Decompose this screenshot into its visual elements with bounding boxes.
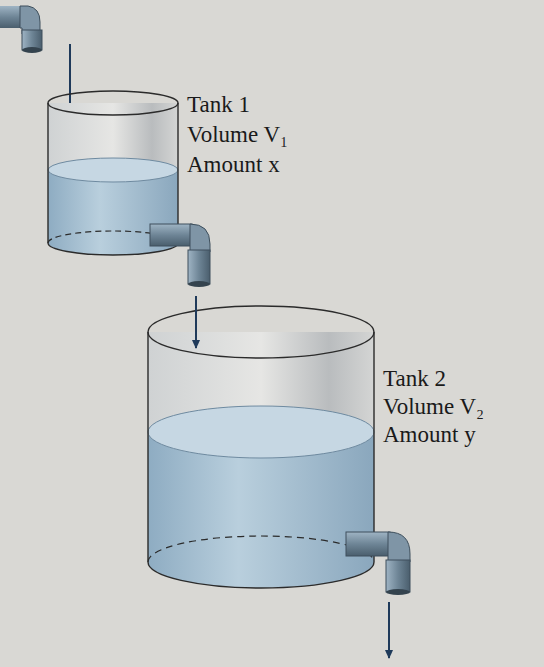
tank-1-outlet-pipe bbox=[150, 224, 210, 287]
tank: Tank 2Volume V₂Amount y bbox=[145, 300, 415, 595]
tank-2-drawing bbox=[148, 306, 374, 588]
flow-arrow bbox=[195, 296, 197, 348]
tank-name: Tank 1 bbox=[187, 93, 250, 116]
tank-property: Volume V₂ bbox=[383, 395, 484, 418]
tank-property: Amount x bbox=[187, 153, 280, 176]
outflow-arrow bbox=[388, 602, 390, 658]
tank-2-outlet-pipe bbox=[346, 532, 410, 595]
tank-property: Volume V₁ bbox=[187, 123, 288, 146]
tank-name: Tank 2 bbox=[383, 367, 446, 390]
tank: Tank 1Volume V₁Amount x bbox=[45, 85, 215, 290]
inlet-pipe bbox=[0, 6, 42, 53]
tank-property: Amount y bbox=[383, 423, 476, 446]
